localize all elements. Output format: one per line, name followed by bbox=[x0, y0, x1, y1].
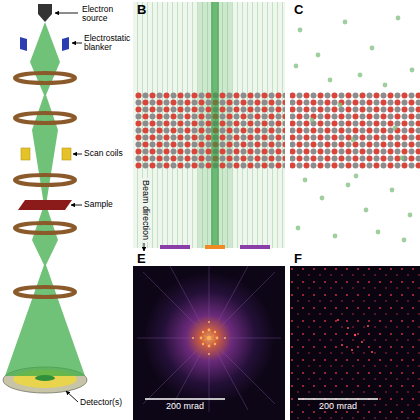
axis-label: Beam direction bbox=[140, 178, 150, 242]
part-label: Sample bbox=[84, 200, 132, 209]
part-label: Scan coils bbox=[84, 149, 132, 158]
simulation-panel bbox=[133, 2, 285, 251]
beam-spot bbox=[35, 375, 55, 381]
detector-counts-panel bbox=[290, 266, 420, 420]
scale-label: 200 mrad bbox=[145, 402, 225, 412]
atom-lattice bbox=[135, 92, 285, 169]
diffraction-panel bbox=[133, 266, 285, 420]
electron-source bbox=[38, 4, 52, 22]
scattered-electrons bbox=[294, 16, 415, 243]
sample bbox=[18, 200, 72, 210]
scale-label: 200 mrad bbox=[298, 402, 378, 412]
part-label: Detector(s) bbox=[80, 398, 132, 407]
scan-coils bbox=[21, 148, 71, 160]
magnetic-lens bbox=[15, 73, 75, 297]
scale-bar bbox=[298, 398, 378, 400]
electron-beam bbox=[5, 22, 85, 376]
panel-letter: F bbox=[294, 252, 308, 266]
beam-trace bbox=[211, 2, 219, 248]
part-label: Electrostatic blanker bbox=[84, 34, 132, 53]
beam-arrow bbox=[144, 243, 145, 251]
part-label: Electron source bbox=[82, 5, 130, 24]
atom-lattice bbox=[290, 92, 420, 169]
panel-letter: E bbox=[137, 252, 151, 266]
scale-bar bbox=[145, 398, 225, 400]
scatter-panel bbox=[290, 16, 420, 243]
microscope-column bbox=[3, 4, 87, 402]
panel-letter: B bbox=[137, 3, 151, 17]
leader-line bbox=[55, 13, 82, 402]
panel-letter: C bbox=[294, 3, 308, 17]
electrostatic-blanker bbox=[20, 37, 69, 51]
